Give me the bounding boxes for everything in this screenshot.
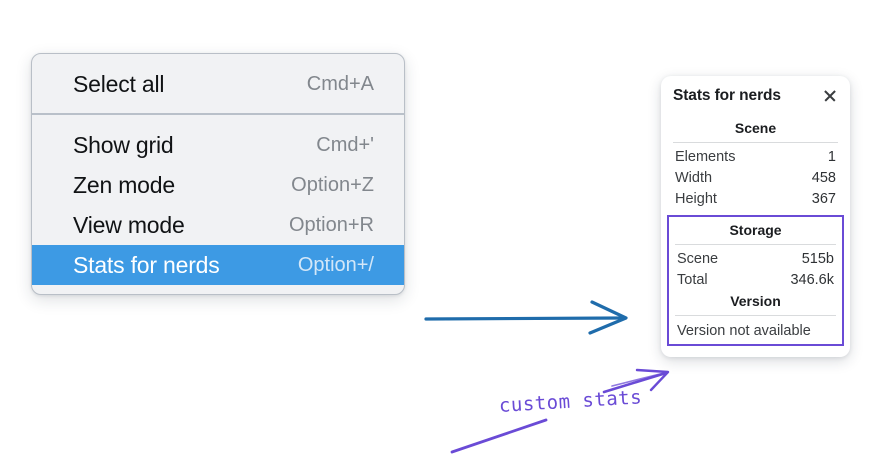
stat-value: 346.6k — [790, 271, 834, 288]
menu-item-shortcut: Option+/ — [297, 253, 374, 276]
stat-label: Elements — [675, 148, 736, 165]
stat-value: 1 — [827, 148, 836, 165]
menu-group-2: Show grid Cmd+' Zen mode Option+Z View m… — [32, 115, 404, 294]
stat-row-height: Height 367 — [673, 188, 838, 209]
close-icon[interactable] — [822, 88, 838, 104]
menu-item-show-grid[interactable]: Show grid Cmd+' — [32, 125, 404, 165]
blue-arrow-annotation — [424, 300, 628, 335]
menu-item-shortcut: Cmd+A — [306, 72, 374, 95]
version-section: Version Version not available — [675, 290, 836, 340]
stat-row-elements: Elements 1 — [673, 146, 838, 167]
stat-label: Height — [675, 190, 717, 207]
custom-stats-highlight-box: Storage Scene 515b Total 346.6k Version … — [667, 215, 844, 346]
menu-separator — [32, 113, 404, 115]
menu-item-label: Show grid — [73, 131, 174, 158]
stat-row-storage-scene: Scene 515b — [675, 248, 836, 269]
menu-item-shortcut: Option+R — [288, 213, 374, 236]
storage-section: Storage Scene 515b Total 346.6k — [675, 219, 836, 290]
context-menu[interactable]: Select all Cmd+A Show grid Cmd+' Zen mod… — [31, 53, 405, 295]
divider — [673, 142, 838, 143]
purple-leader-line-annotation — [450, 418, 548, 454]
menu-item-label: Zen mode — [73, 171, 175, 198]
stat-value: 367 — [811, 190, 836, 207]
stat-value: 458 — [811, 169, 836, 186]
storage-section-heading: Storage — [729, 222, 782, 238]
stat-value: 515b — [801, 250, 834, 267]
stat-label: Scene — [677, 250, 719, 267]
version-value: Version not available — [677, 323, 811, 339]
menu-item-label: View mode — [73, 211, 185, 238]
menu-item-label: Stats for nerds — [73, 251, 220, 278]
version-section-heading: Version — [730, 293, 781, 309]
menu-item-shortcut: Cmd+' — [316, 133, 374, 156]
divider — [675, 244, 836, 245]
scene-section: Scene Elements 1 Width 458 Height 367 — [673, 117, 838, 209]
menu-item-stats-for-nerds[interactable]: Stats for nerds Option+/ — [32, 245, 404, 285]
stat-row-storage-total: Total 346.6k — [675, 269, 836, 290]
scene-section-heading: Scene — [734, 120, 777, 136]
menu-item-view-mode[interactable]: View mode Option+R — [32, 205, 404, 245]
stats-panel-header: Stats for nerds — [673, 87, 838, 105]
menu-item-shortcut: Option+Z — [291, 173, 374, 196]
menu-group-1: Select all Cmd+A — [32, 54, 404, 113]
handwritten-note: custom stats — [498, 386, 643, 417]
page-title: Stats for nerds — [673, 87, 781, 104]
stat-label: Width — [675, 169, 713, 186]
menu-item-select-all[interactable]: Select all Cmd+A — [32, 64, 404, 104]
divider — [675, 315, 836, 316]
menu-item-label: Select all — [73, 70, 165, 97]
menu-item-zen-mode[interactable]: Zen mode Option+Z — [32, 165, 404, 205]
stats-for-nerds-panel: Stats for nerds Scene Elements 1 Width 4… — [661, 76, 850, 357]
stat-label: Total — [677, 271, 708, 288]
stat-row-width: Width 458 — [673, 167, 838, 188]
